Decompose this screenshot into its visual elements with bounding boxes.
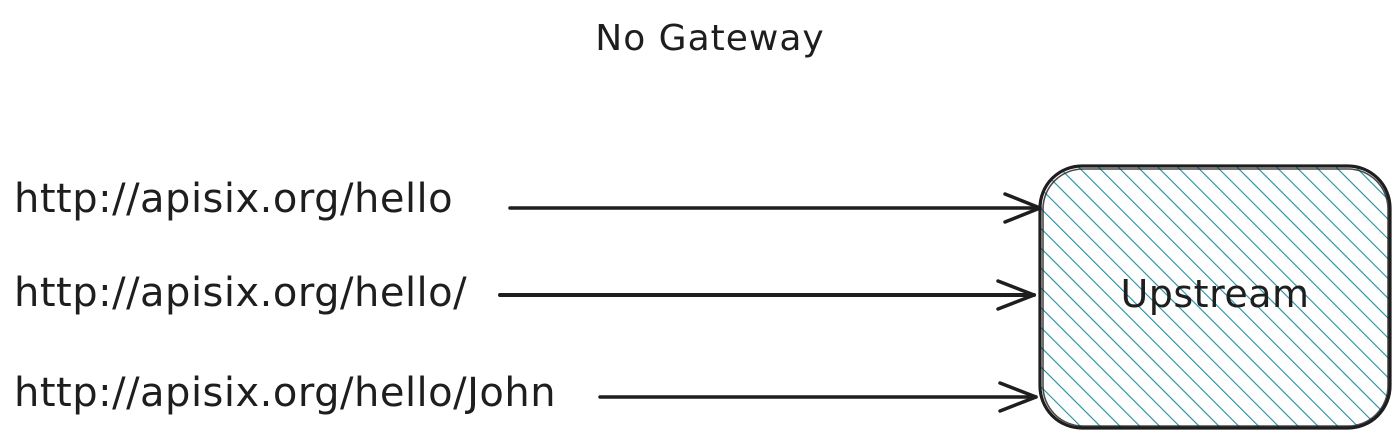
arrow-hello <box>508 192 1042 224</box>
request-url-hello: http://apisix.org/hello <box>14 176 454 222</box>
request-url-hello-slash: http://apisix.org/hello/ <box>14 270 468 316</box>
upstream-label: Upstream <box>1120 272 1310 316</box>
upstream-box <box>1038 164 1392 430</box>
arrow-hello-slash <box>498 279 1036 311</box>
arrow-hello-john <box>598 381 1038 413</box>
diagram-title: No Gateway <box>595 18 825 59</box>
request-url-hello-john: http://apisix.org/hello/John <box>14 370 557 416</box>
